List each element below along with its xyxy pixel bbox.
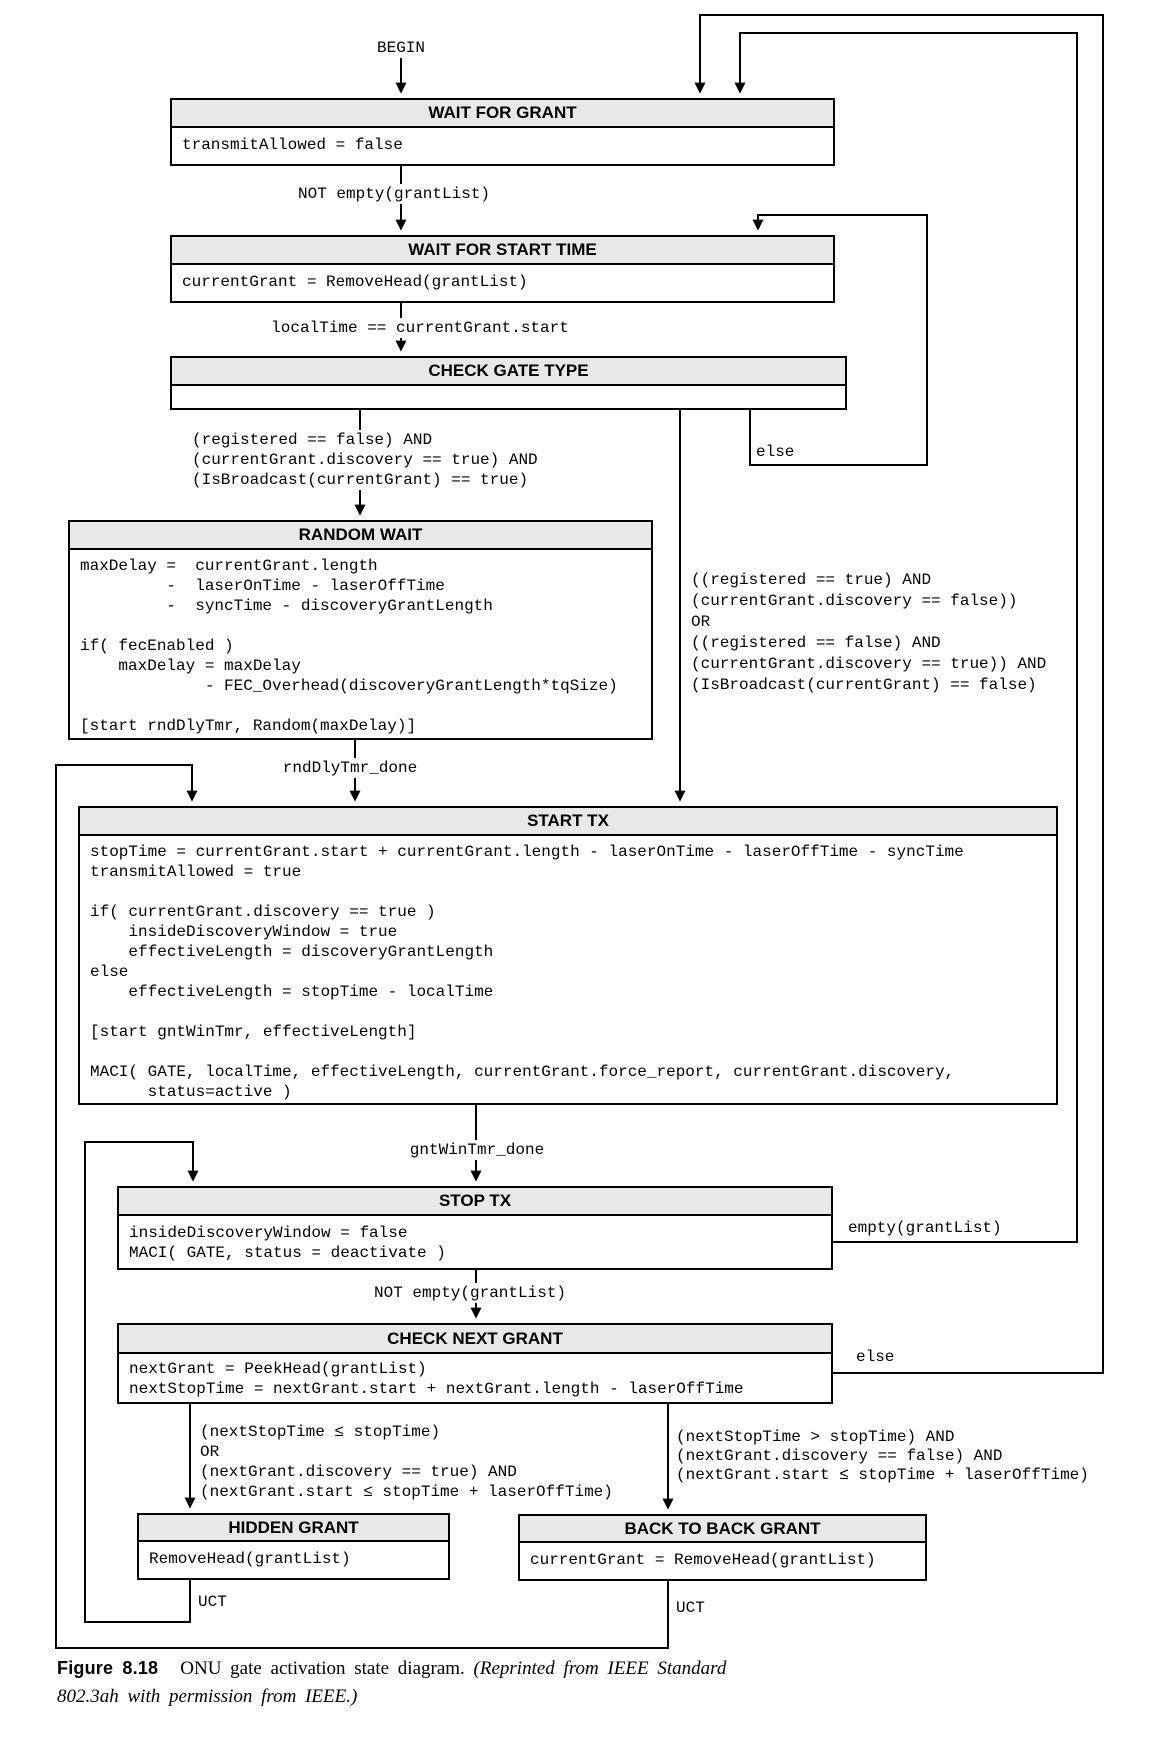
state-title-check-gate-type: CHECK GATE TYPE [172,358,845,386]
state-random-wait: RANDOM WAIT maxDelay = currentGrant.leng… [68,520,653,740]
loop-back-to-back-uct-to-start-tx [55,764,669,1649]
state-check-next-grant: CHECK NEXT GRANT nextGrant = PeekHead(gr… [117,1323,833,1404]
transition-label-not-empty-grantlist-2: NOT empty(grantList) [369,1283,571,1303]
state-title-start-tx: START TX [80,808,1056,836]
transition-label-empty-grantlist: empty(grantList) [848,1219,1002,1237]
loop-cng-else-to-wfg [694,14,1104,1374]
state-title-wait-for-start-time: WAIT FOR START TIME [172,237,833,265]
figure-caption-attribution-line1: (Reprinted from IEEE Standard [473,1658,727,1679]
state-title-hidden-grant: HIDDEN GRANT [139,1515,448,1542]
state-start-tx: START TX stopTime = currentGrant.start +… [78,806,1058,1105]
loop-stop-tx-empty-to-wfg [734,32,1078,1243]
state-stop-tx: STOP TX insideDiscoveryWindow = false MA… [117,1186,833,1270]
state-actions-back-to-back-grant: currentGrant = RemoveHead(grantList) [530,1551,876,1569]
state-title-wait-for-grant: WAIT FOR GRANT [172,100,833,128]
transition-label-else-check-gate-type: else [756,443,795,461]
figure-caption: Figure 8.18 ONU gate activation state dia… [57,1654,1062,1711]
begin-label: BEGIN [376,39,426,57]
figure-caption-title: ONU gate activation state diagram. [180,1658,465,1679]
state-title-random-wait: RANDOM WAIT [70,522,651,550]
transition-label-to-back-to-back: (nextStopTime > stopTime) AND (nextGrant… [676,1428,1089,1484]
state-actions-hidden-grant: RemoveHead(grantList) [149,1550,351,1568]
state-title-back-to-back-grant: BACK TO BACK GRANT [520,1516,925,1543]
transition-label-to-random-wait: (registered == false) AND (currentGrant.… [188,430,542,490]
state-back-to-back-grant: BACK TO BACK GRANT currentGrant = Remove… [518,1514,927,1581]
figure-number: Figure 8.18 [57,1658,159,1678]
state-actions-start-tx: stopTime = currentGrant.start + currentG… [90,843,964,1101]
state-hidden-grant: HIDDEN GRANT RemoveHead(grantList) [137,1513,450,1580]
state-check-gate-type: CHECK GATE TYPE [170,356,847,410]
transition-label-uct-back-to-back: UCT [676,1599,705,1617]
figure-caption-attribution-line2: 802.3ah with permission from IEEE.) [57,1686,358,1707]
transition-label-gntwintmr-done: gntWinTmr_done [405,1140,549,1160]
loop-hidden-uct-to-stop-tx [84,1141,199,1623]
state-wait-for-grant: WAIT FOR GRANT transmitAllowed = false [170,98,835,166]
transition-label-not-empty-grantlist-1: NOT empty(grantList) [293,184,495,204]
transition-label-localtime-equals-start: localTime == currentGrant.start [267,318,573,338]
state-title-check-next-grant: CHECK NEXT GRANT [119,1325,831,1354]
transition-label-else-check-next-grant: else [856,1348,895,1366]
state-actions-check-gate-type [172,386,845,408]
transition-label-to-start-tx: ((registered == true) AND (currentGrant.… [691,571,1047,694]
state-actions-wait-for-grant: transmitAllowed = false [182,136,403,154]
transition-label-uct-hidden: UCT [198,1593,227,1611]
state-actions-random-wait: maxDelay = currentGrant.length - laserOn… [80,557,618,735]
loop-cgt-else-to-wfst [749,214,928,466]
state-actions-stop-tx: insideDiscoveryWindow = false MACI( GATE… [129,1224,446,1262]
state-wait-for-start-time: WAIT FOR START TIME currentGrant = Remov… [170,235,835,303]
state-title-stop-tx: STOP TX [119,1188,831,1216]
state-actions-wait-for-start-time: currentGrant = RemoveHead(grantList) [182,273,528,291]
transition-label-rnddlytmr-done: rndDlyTmr_done [278,758,422,778]
state-actions-check-next-grant: nextGrant = PeekHead(grantList) nextStop… [129,1360,744,1398]
transition-label-to-hidden-grant: (nextStopTime ≤ stopTime) OR (nextGrant.… [196,1422,617,1502]
